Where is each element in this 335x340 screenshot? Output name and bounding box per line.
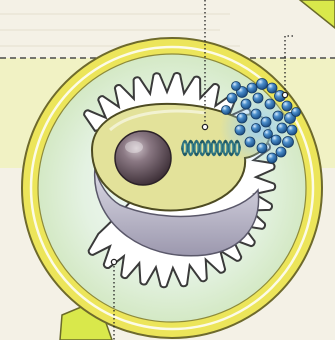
pore-bubble [257, 79, 268, 90]
leader-dot-dna [202, 124, 207, 129]
pore-bubble [287, 125, 297, 135]
pore-bubble [235, 125, 245, 135]
pore-bubble [252, 124, 261, 133]
nucleus-sphere [115, 131, 171, 185]
pore-bubble [232, 82, 241, 91]
pore-bubble [227, 93, 237, 103]
pore-bubble [245, 137, 255, 147]
leader-dot-pores [282, 92, 287, 97]
pore-bubble [273, 111, 283, 121]
pore-bubble [222, 106, 231, 115]
pore-bubble [237, 113, 247, 123]
pore-bubble [267, 153, 277, 163]
pore-bubble [282, 101, 292, 111]
pore-bubble [261, 117, 271, 127]
pore-bubble [265, 99, 275, 109]
pore-bubble [292, 108, 301, 117]
pore-bubble [251, 109, 261, 119]
nucleus-highlight [125, 141, 143, 153]
pore-bubble [241, 99, 251, 109]
pore-bubble [264, 130, 273, 139]
pore-bubble [283, 137, 294, 148]
pore-bubble [271, 135, 281, 145]
pore-bubble [253, 93, 263, 103]
pore-bubble [277, 123, 287, 133]
pore-bubble [276, 147, 286, 157]
pore-bubble [257, 143, 267, 153]
pore-bubble [267, 83, 277, 93]
pore-bubble [247, 83, 257, 93]
leader-dot-wall [111, 259, 116, 264]
